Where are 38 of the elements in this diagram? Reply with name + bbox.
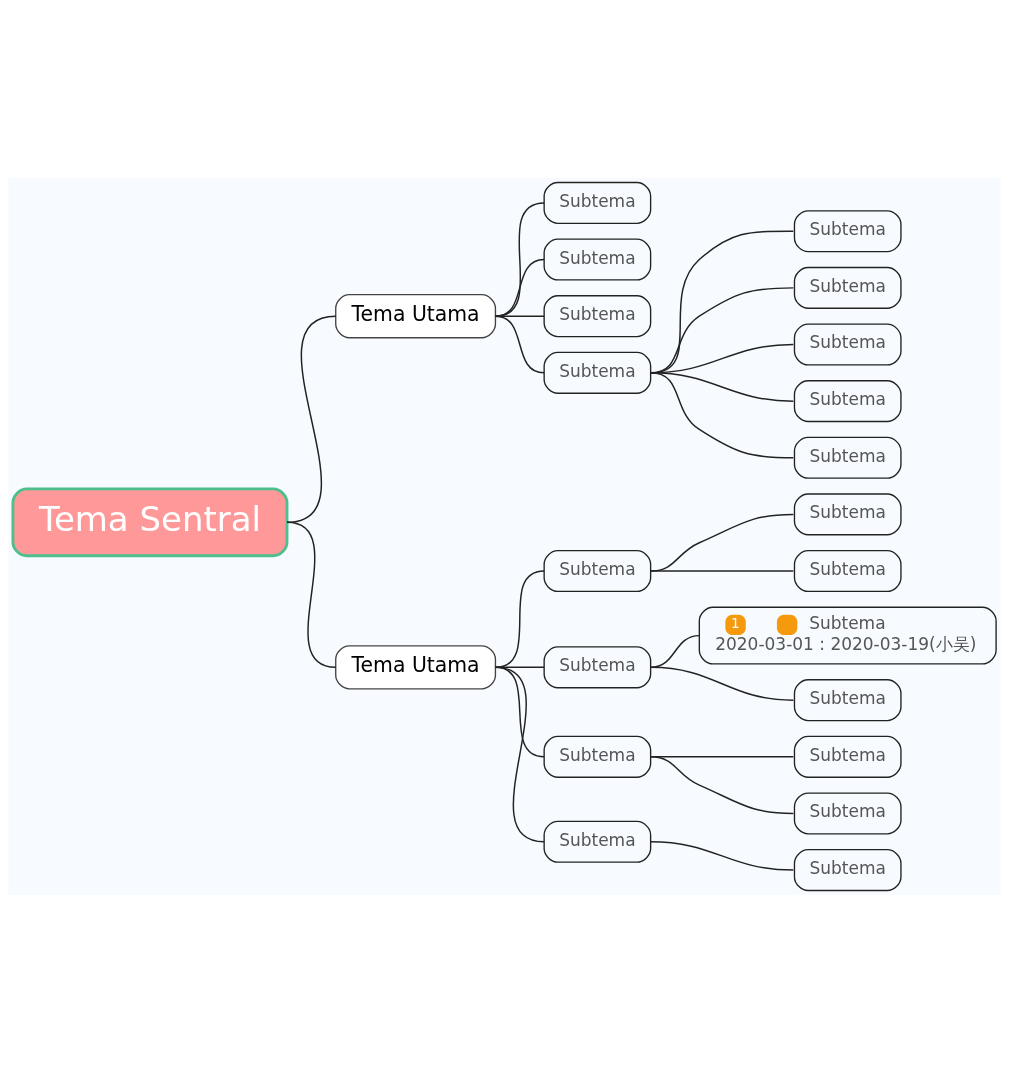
node-box: Subtema [793, 379, 902, 422]
node-box: Tema Utama [335, 293, 497, 338]
connector [649, 666, 795, 701]
connector [494, 666, 545, 842]
node-box: Subtema [793, 791, 902, 834]
node-box: Subtema [543, 238, 652, 281]
connector [649, 513, 795, 572]
connector [649, 755, 795, 814]
connector [494, 201, 545, 317]
node-box: Subtema [543, 181, 652, 224]
connector [649, 569, 795, 572]
connector [649, 371, 795, 458]
connector [494, 314, 545, 374]
node-box: 1 Subtema 2020-03-01 : 2020-03-19(小吴) [698, 606, 997, 665]
connector [649, 634, 701, 668]
connector [649, 840, 795, 871]
node-box: Subtema [793, 848, 902, 891]
node-box: Subtema [793, 266, 902, 309]
node-box: Subtema [543, 351, 652, 394]
node-box: Subtema [793, 735, 902, 778]
node-box: Subtema [543, 549, 652, 592]
connector [286, 521, 337, 668]
node-box: Subtema [793, 209, 902, 252]
connector [494, 258, 545, 317]
node-box: Subtema [793, 322, 902, 366]
node-box: Subtema [793, 549, 902, 592]
node-box: Subtema [543, 820, 652, 863]
node-box: Subtema [543, 645, 652, 688]
node-box: Subtema [793, 678, 902, 721]
node-box: Subtema [543, 735, 652, 778]
connector [494, 314, 545, 317]
node-box: Subtema [543, 294, 652, 337]
node-box: Subtema [793, 436, 902, 479]
connector [494, 569, 545, 668]
node-box: Tema Sentral [11, 487, 289, 557]
node-box: Tema Utama [335, 644, 497, 690]
connector [286, 314, 337, 523]
node-box: Subtema [793, 492, 902, 535]
